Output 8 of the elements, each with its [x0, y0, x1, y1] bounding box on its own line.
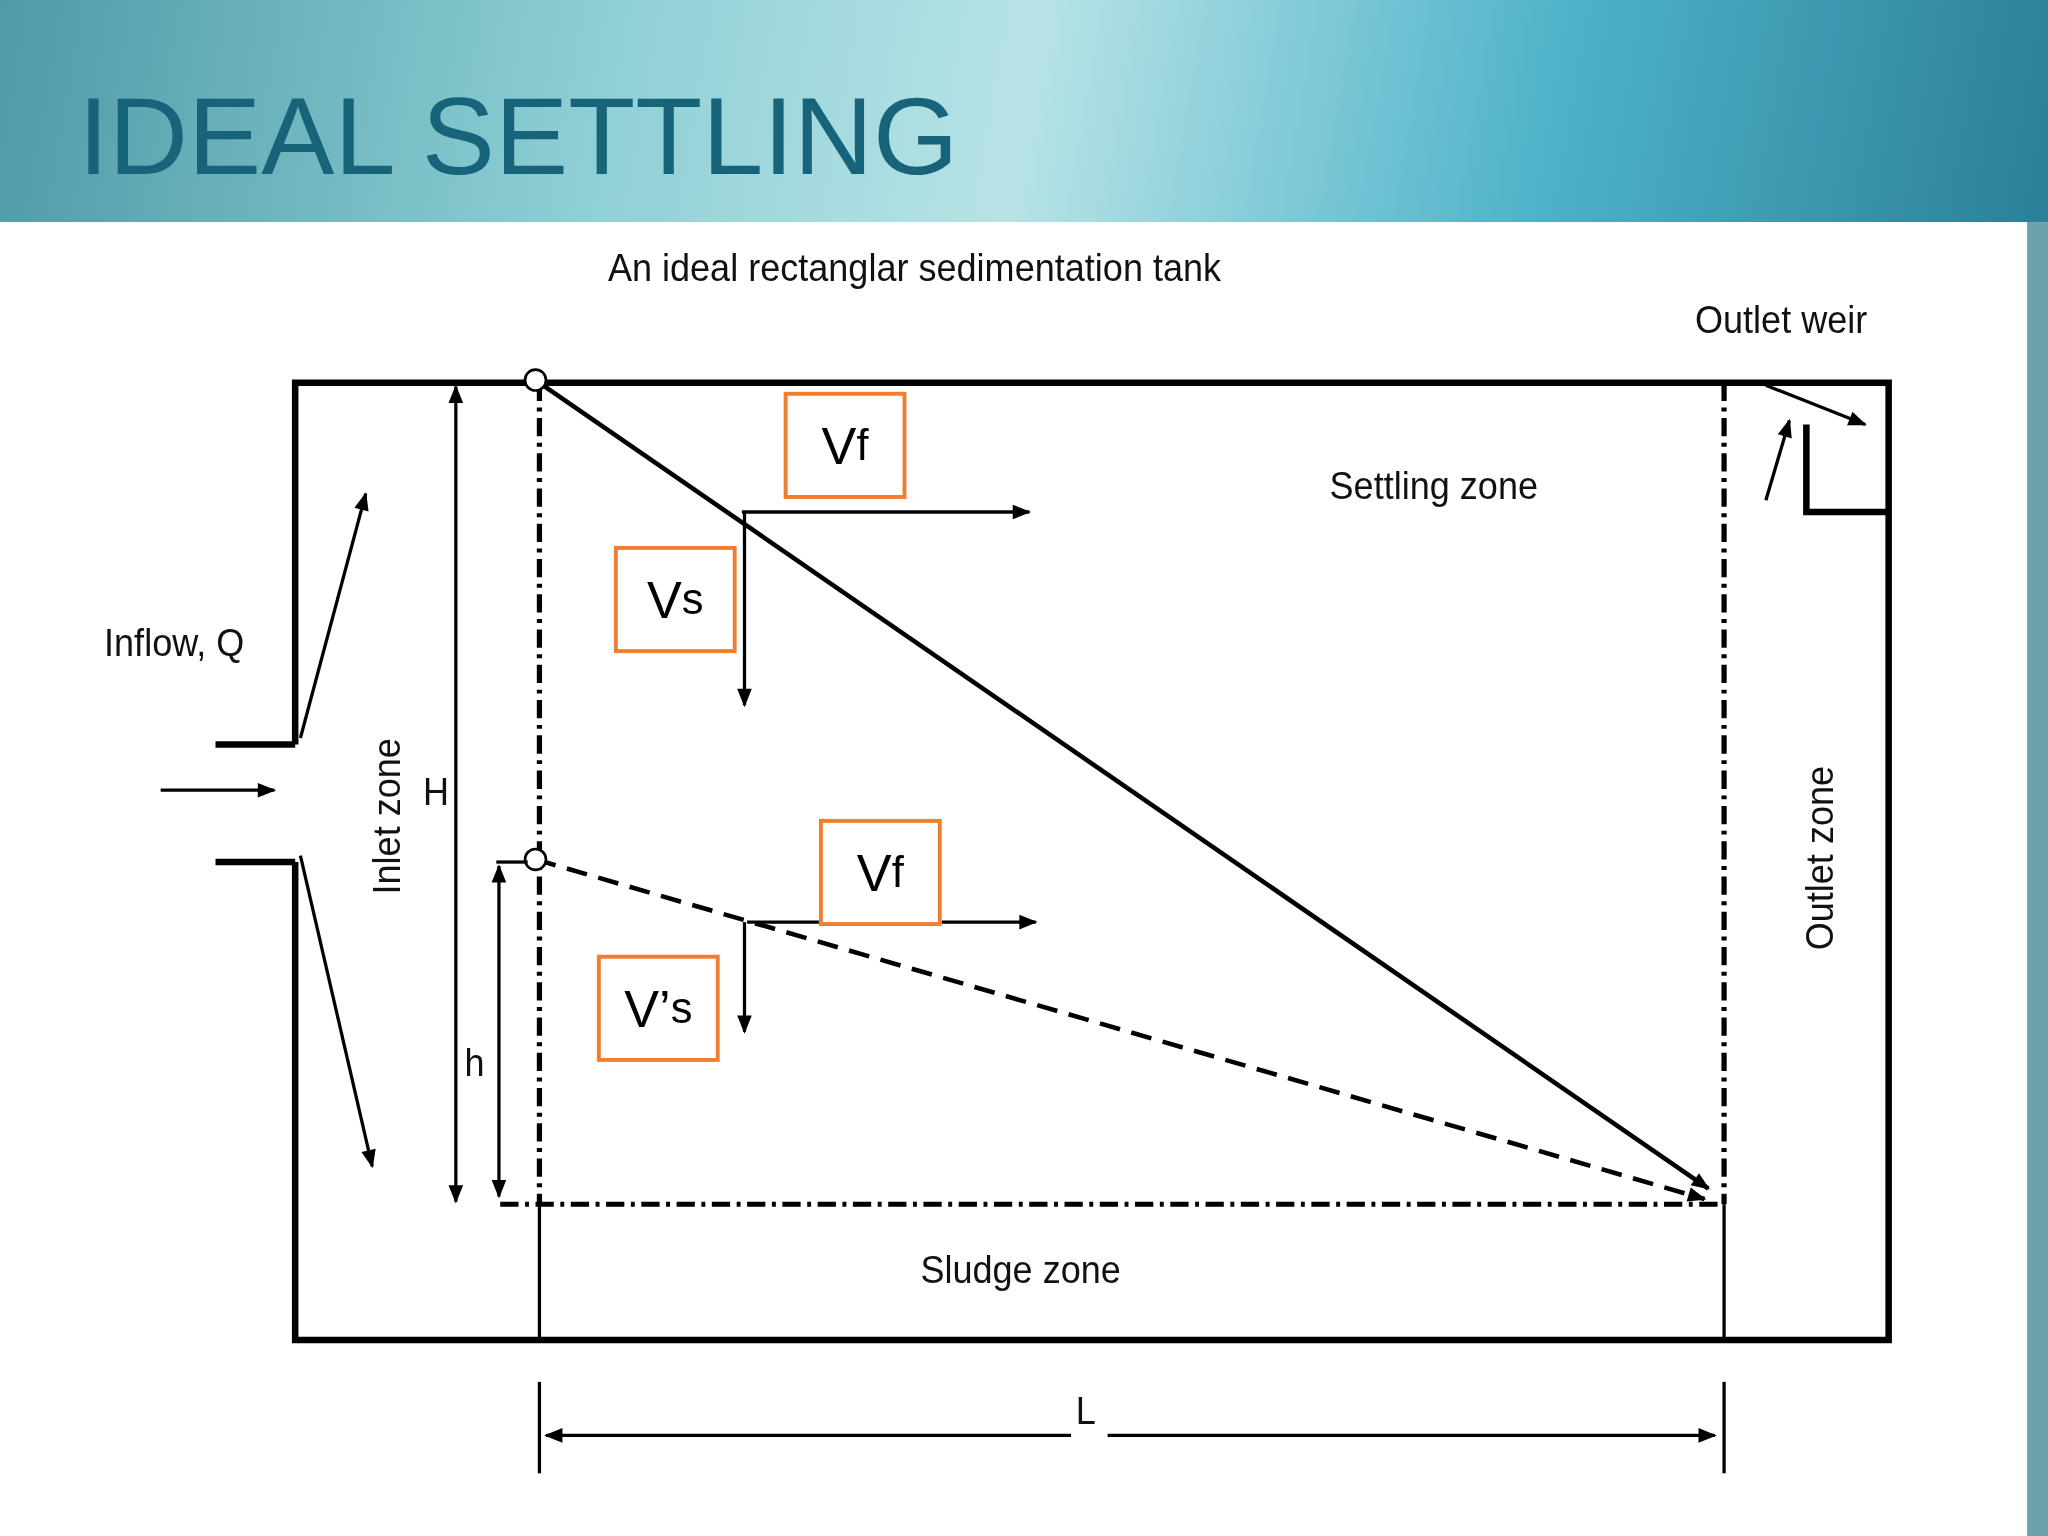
- diagram-label: Outlet zone: [1800, 765, 1840, 951]
- diagram-label: Inlet zone: [367, 738, 407, 895]
- diagram-label: Outlet weir: [1694, 300, 1867, 340]
- diagram-label: Inflow, Q: [103, 623, 244, 663]
- slide-title: IDEAL SETTLING: [78, 81, 959, 191]
- diagram-label: Settling zone: [1328, 466, 1538, 506]
- diagram-heading: An ideal rectanglar sedimentation tank: [607, 248, 1222, 288]
- diagram-label: Sludge zone: [919, 1249, 1121, 1290]
